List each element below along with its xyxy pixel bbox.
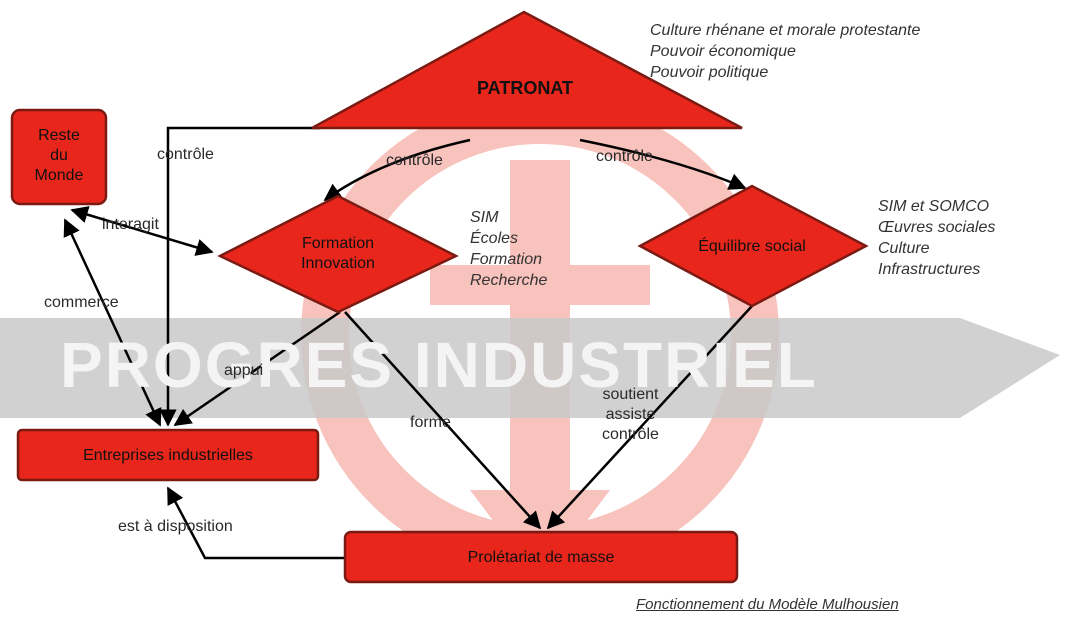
note-line: Écoles bbox=[470, 230, 519, 247]
note-equilibre: SIM et SOMCO Œuvres sociales Culture Inf… bbox=[878, 196, 995, 280]
edge-label-line: soutient bbox=[602, 386, 659, 403]
edge-label-commerce: commerce bbox=[44, 294, 119, 311]
edge-est-a-disposition bbox=[166, 486, 350, 560]
edge-label-controle-mid: contrôle bbox=[386, 152, 443, 169]
edge-label-appui: appui bbox=[224, 362, 264, 379]
edge-commerce bbox=[63, 218, 162, 427]
banner-progres-industriel: PROGRES INDUSTRIEL bbox=[60, 329, 818, 401]
note-line: Pouvoir politique bbox=[650, 64, 769, 81]
note-line: Infrastructures bbox=[878, 261, 981, 278]
node-label-line: Formation bbox=[301, 235, 375, 252]
node-label-patronat: PATRONAT bbox=[477, 78, 573, 98]
note-line: SIM et SOMCO bbox=[878, 198, 990, 215]
node-equilibre-social bbox=[637, 184, 869, 308]
note-line: Culture rhénane et morale protestante bbox=[650, 22, 921, 39]
node-label-line: Innovation bbox=[301, 255, 375, 272]
note-patronat: Culture rhénane et morale protestante Po… bbox=[650, 20, 920, 83]
node-label-line: Reste bbox=[38, 127, 80, 144]
edge-appui bbox=[173, 310, 341, 427]
note-formation: SIM Écoles Formation Recherche bbox=[470, 207, 547, 291]
node-label-proletariat-de-masse: Prolétariat de masse bbox=[467, 549, 615, 566]
edge-controle-left bbox=[159, 126, 320, 427]
nodes bbox=[10, 10, 869, 584]
note-line: Recherche bbox=[470, 272, 548, 289]
node-entreprises-industrielles bbox=[16, 428, 320, 482]
note-line: SIM bbox=[470, 209, 499, 226]
node-proletariat-de-masse bbox=[343, 530, 739, 584]
progress-arrow-band bbox=[0, 318, 1060, 418]
node-label-line: Monde bbox=[34, 167, 84, 184]
edge-label-controle-right: contrôle bbox=[596, 148, 653, 165]
caption: Fonctionnement du Modèle Mulhousien bbox=[636, 596, 899, 613]
edge-soutient bbox=[546, 305, 753, 530]
edge-controle-mid bbox=[323, 138, 471, 202]
node-label-line: du bbox=[50, 147, 68, 164]
node-label-entreprises-industrielles: Entreprises industrielles bbox=[83, 447, 253, 464]
note-line: Culture bbox=[878, 240, 930, 257]
note-line: Œuvres sociales bbox=[878, 219, 996, 236]
node-reste-du-monde bbox=[10, 108, 108, 206]
edge-label-est-a-disposition: est à disposition bbox=[118, 518, 233, 535]
edge-label-interagit: interagit bbox=[102, 216, 159, 233]
edge-label-soutient: soutient assiste contrôle bbox=[602, 385, 659, 445]
node-formation-innovation bbox=[217, 194, 459, 314]
note-line: Pouvoir économique bbox=[650, 43, 796, 60]
edges bbox=[63, 126, 753, 560]
node-label-equilibre-social: Équilibre social bbox=[698, 238, 806, 255]
node-patronat bbox=[311, 10, 743, 130]
edge-label-forme: forme bbox=[410, 414, 451, 431]
note-line: Formation bbox=[470, 251, 543, 268]
node-label-formation-innovation: Formation Innovation bbox=[258, 234, 418, 274]
edge-controle-right bbox=[579, 138, 747, 190]
edge-label-line: assiste bbox=[605, 406, 656, 423]
edge-forme bbox=[344, 311, 542, 530]
node-label-reste-du-monde: Reste du Monde bbox=[12, 126, 106, 186]
edge-label-line: contrôle bbox=[602, 426, 659, 443]
edge-label-controle-left: contrôle bbox=[157, 146, 214, 163]
